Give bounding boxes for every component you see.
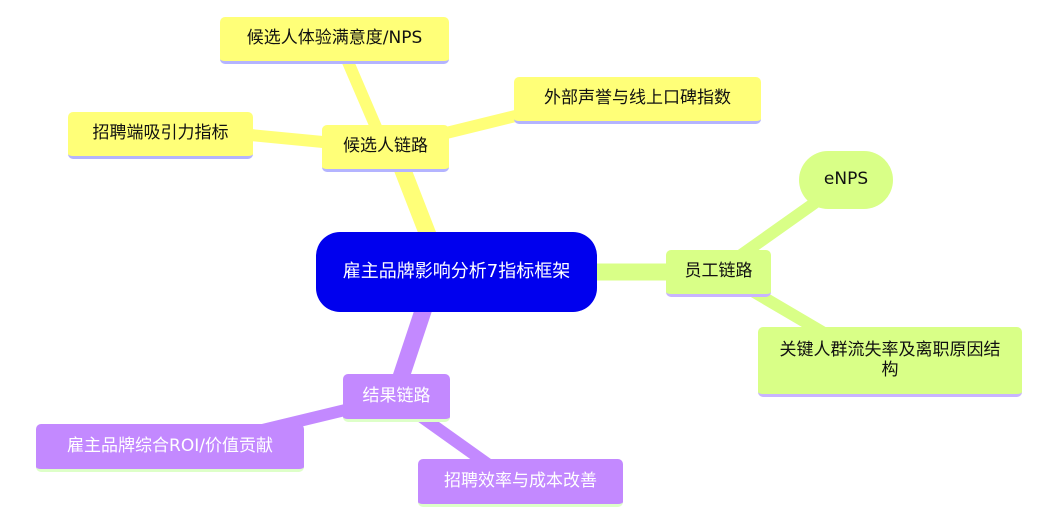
node-attraction-metrics[interactable]: 招聘端吸引力指标 (68, 112, 253, 159)
node-recruiting-efficiency[interactable]: 招聘效率与成本改善 (418, 459, 623, 507)
node-reputation-index[interactable]: 外部声誉与线上口碑指数 (514, 77, 761, 124)
node-enps[interactable]: eNPS (799, 151, 893, 209)
branch-candidate[interactable]: 候选人链路 (322, 125, 449, 172)
node-turnover-structure[interactable]: 关键人群流失率及离职原因结构 (758, 327, 1022, 397)
node-candidate-nps[interactable]: 候选人体验满意度/NPS (220, 17, 449, 64)
root-node[interactable]: 雇主品牌影响分析7指标框架 (316, 232, 597, 312)
branch-result[interactable]: 结果链路 (343, 374, 450, 422)
node-brand-roi[interactable]: 雇主品牌综合ROI/价值贡献 (36, 424, 304, 472)
branch-employee[interactable]: 员工链路 (666, 250, 771, 297)
